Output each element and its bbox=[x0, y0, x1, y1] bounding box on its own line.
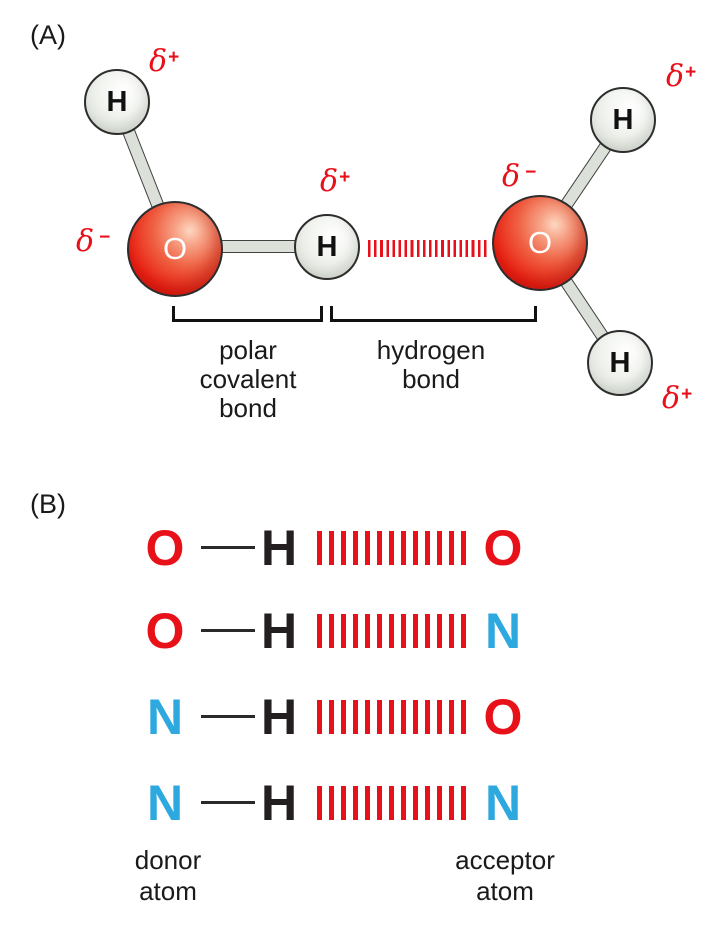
hydrogen-atom-letter: H bbox=[260, 775, 298, 831]
donor-atom-letter: O bbox=[145, 603, 185, 659]
delta-plus-label: δ+ bbox=[149, 44, 180, 79]
bracket-polar-covalent-bond bbox=[172, 306, 323, 322]
hydrogen-atom: H bbox=[294, 214, 360, 280]
delta-minus-label: δ− bbox=[76, 224, 111, 259]
hydrogen-atom-label: H bbox=[316, 230, 338, 263]
hydrogen-atom: H bbox=[84, 69, 150, 135]
covalent-bond-dash bbox=[201, 546, 255, 549]
bond-pair-row: O H N bbox=[0, 604, 726, 658]
covalent-bond-dash bbox=[201, 629, 255, 632]
donor-atom-letter: N bbox=[146, 689, 184, 745]
oxygen-atom: O bbox=[492, 195, 588, 291]
hydrogen-bond-hatch bbox=[317, 700, 467, 734]
covalent-bond-dash bbox=[201, 715, 255, 718]
hydrogen-bond-hatch bbox=[317, 531, 467, 565]
hydrogen-atom-label: H bbox=[612, 103, 634, 136]
donor-atom-caption: donor atom bbox=[134, 845, 202, 906]
acceptor-atom-caption: acceptor atom bbox=[455, 845, 555, 906]
hydrogen-atom: H bbox=[587, 330, 653, 396]
hydrogen-atom-letter: H bbox=[260, 689, 298, 745]
hydrogen-atom: H bbox=[590, 87, 656, 153]
hydrogen-bond-hatch bbox=[317, 614, 467, 648]
hydrogen-bond-hatch bbox=[368, 240, 489, 257]
acceptor-atom-letter: N bbox=[484, 775, 522, 831]
polar-covalent-bond-caption: polar covalent bond bbox=[199, 335, 297, 423]
bracket-hydrogen-bond bbox=[330, 306, 537, 322]
hydrogen-bond-hatch bbox=[317, 786, 467, 820]
hydrogen-atom-label: H bbox=[106, 85, 128, 118]
acceptor-atom-letter: O bbox=[483, 520, 523, 576]
panel-a-label: (A) bbox=[30, 20, 66, 50]
bond-pair-row: N H N bbox=[0, 776, 726, 830]
bond-pair-row: O H O bbox=[0, 521, 726, 575]
delta-plus-label: δ+ bbox=[666, 59, 697, 94]
oxygen-atom: O bbox=[127, 201, 223, 297]
delta-minus-label: δ− bbox=[502, 159, 537, 194]
covalent-bond-dash bbox=[201, 801, 255, 804]
acceptor-atom-letter: N bbox=[484, 603, 522, 659]
hydrogen-atom-letter: H bbox=[260, 520, 298, 576]
oxygen-atom-label: O bbox=[527, 225, 553, 260]
donor-atom-letter: O bbox=[145, 520, 185, 576]
hydrogen-atom-letter: H bbox=[260, 603, 298, 659]
delta-plus-label: δ+ bbox=[320, 164, 351, 199]
hydrogen-bond-caption: hydrogen bond bbox=[376, 335, 486, 394]
oxygen-atom-label: O bbox=[162, 231, 188, 266]
hydrogen-atom-label: H bbox=[609, 346, 631, 379]
bond-pair-row: N H O bbox=[0, 690, 726, 744]
delta-plus-label: δ+ bbox=[662, 381, 693, 416]
donor-atom-letter: N bbox=[146, 775, 184, 831]
panel-b-label: (B) bbox=[30, 489, 66, 519]
acceptor-atom-letter: O bbox=[483, 689, 523, 745]
